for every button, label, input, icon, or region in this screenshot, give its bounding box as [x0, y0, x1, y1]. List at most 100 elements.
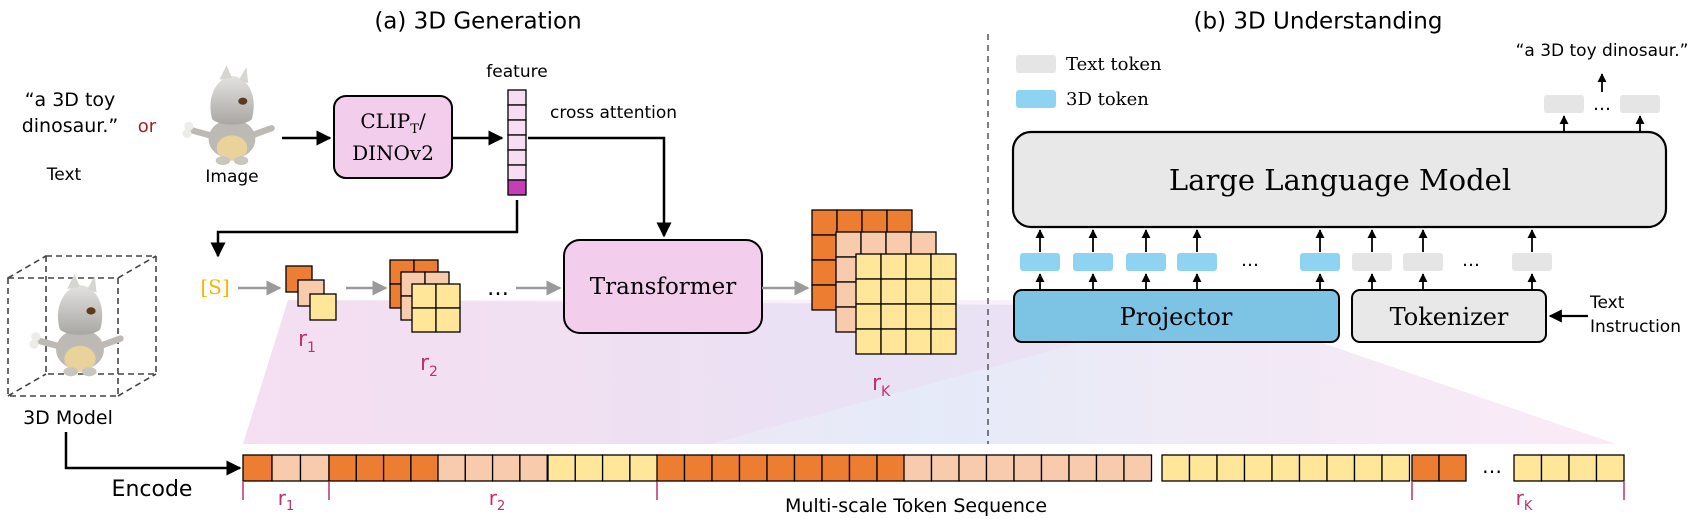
legend-text-token-label: Text token — [1066, 54, 1162, 75]
sequence-token — [656, 454, 686, 482]
rk-token — [880, 278, 907, 305]
tokenizer-box — [1351, 289, 1547, 343]
rk-token — [855, 303, 882, 330]
rk-token — [930, 278, 957, 305]
projection-fan-top — [243, 300, 1215, 444]
sequence-token — [1271, 454, 1301, 482]
sequence-token — [1353, 454, 1383, 482]
sequence-token — [930, 454, 960, 482]
sequence-token — [299, 454, 330, 482]
rk-token — [811, 234, 838, 261]
sequence-token — [985, 454, 1015, 482]
feature-cell — [507, 164, 527, 181]
rk-token — [905, 328, 932, 355]
rk-token — [855, 328, 882, 355]
cross-attention-label: cross attention — [550, 103, 677, 123]
instruction-line2: Instruction — [1590, 317, 1681, 337]
rk-token — [880, 253, 907, 280]
sequence-token — [355, 454, 385, 482]
rk-token — [811, 209, 838, 236]
rk-token — [880, 303, 907, 330]
seq-rk-label: rK — [1516, 486, 1533, 514]
encoder-label-line2: DINOv2 — [352, 141, 434, 165]
output-token-arrows — [1559, 115, 1645, 132]
token-sequence — [242, 454, 1625, 482]
sequence-separators — [242, 482, 1625, 500]
llm-label: Large Language Model — [1169, 163, 1511, 197]
sequence-token — [271, 454, 302, 482]
feature-cell — [507, 89, 527, 106]
sequence-token — [1438, 454, 1467, 482]
rk-token — [855, 278, 882, 305]
sequence-token — [629, 454, 658, 482]
start-token: [S] — [200, 275, 229, 299]
sequence-token — [519, 454, 548, 482]
feature-cell — [507, 149, 527, 166]
sequence-token — [242, 454, 273, 482]
rk-token — [930, 328, 957, 355]
feature-cell — [507, 119, 527, 136]
r2-token — [411, 283, 437, 309]
sequence-token — [601, 454, 631, 482]
legend-3d-token-swatch — [1016, 90, 1056, 108]
sequence-token — [1595, 454, 1625, 482]
rk-token — [861, 209, 888, 236]
sequence-token — [1188, 454, 1218, 482]
projector-box — [1013, 289, 1340, 343]
input-3d-token — [1073, 253, 1113, 271]
sequence-token — [547, 454, 576, 482]
output-text: “a 3D toy dinosaur.” — [1516, 41, 1689, 61]
transformer-label: Transformer — [590, 274, 736, 300]
scale-ellipsis: … — [487, 276, 509, 301]
sequence-token — [821, 454, 851, 482]
rk-token — [860, 231, 887, 258]
input-3d-token — [1126, 253, 1166, 271]
seq-ellipsis: … — [1482, 454, 1502, 478]
sequence-token — [328, 454, 357, 482]
panel-b-title: (b) 3D Understanding — [1194, 9, 1443, 35]
sequence-token — [738, 454, 768, 482]
input-tokens — [1020, 229, 1552, 290]
rk-token — [905, 278, 932, 305]
rk-token — [811, 284, 838, 311]
input-3d-token — [1020, 253, 1060, 271]
sequence-token — [491, 454, 521, 482]
r2-token — [435, 307, 461, 333]
legend-3d-token-label: 3D token — [1066, 89, 1149, 110]
feature-column — [507, 89, 527, 196]
sequence-token — [958, 454, 988, 482]
sequence-token — [1381, 454, 1411, 482]
feature-to-start-arrow — [210, 200, 519, 258]
wireframe-cube-icon — [7, 255, 157, 397]
rk-token — [855, 253, 882, 280]
rk-token — [811, 259, 838, 286]
sequence-token — [1540, 454, 1570, 482]
output-tokens-ellipsis: … — [1593, 94, 1611, 115]
sequence-token — [766, 454, 796, 482]
r2-token — [435, 283, 461, 309]
feature-cell — [507, 134, 527, 151]
sequence-token — [1216, 454, 1246, 482]
3d-model-toy-icon — [29, 274, 120, 376]
feature-label: feature — [486, 62, 547, 82]
rk-token — [835, 231, 862, 258]
scale-r1-label: r1 — [298, 327, 316, 356]
input-3d-token — [1177, 253, 1217, 271]
projector-label: Projector — [1120, 303, 1233, 331]
rk-token — [880, 328, 907, 355]
scale-r2-label: r2 — [420, 351, 438, 380]
feature-cell — [507, 104, 527, 121]
llm-box — [1011, 130, 1668, 229]
scale-rk-label: rK — [872, 371, 891, 400]
encode-label: Encode — [112, 477, 193, 502]
sequence-token — [1040, 454, 1070, 482]
sequence-token — [574, 454, 604, 482]
rk-token — [905, 253, 932, 280]
sequence-token — [1568, 454, 1598, 482]
sequence-token — [711, 454, 741, 482]
legend-text-token-swatch — [1016, 55, 1056, 73]
sequence-token — [1411, 454, 1440, 482]
sequence-token — [683, 454, 713, 482]
tokenizer-label: Tokenizer — [1390, 303, 1509, 331]
output-tokens — [1544, 95, 1660, 113]
